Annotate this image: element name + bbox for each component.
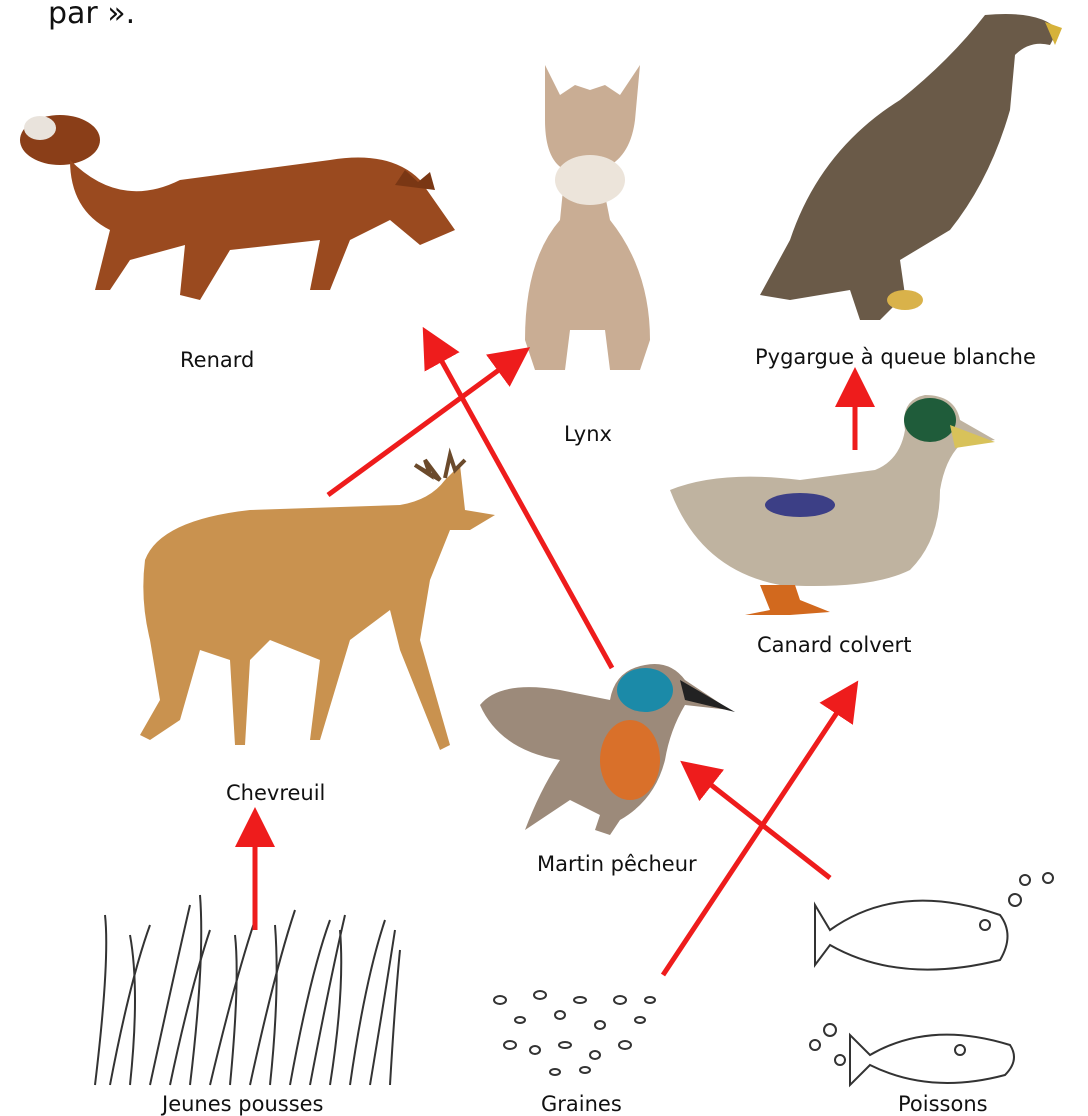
label-pygargue: Pygargue à queue blanche xyxy=(755,345,1036,369)
arrow-chevreuil-lynx xyxy=(328,356,518,495)
grass-drawing xyxy=(95,895,400,1085)
fox-image xyxy=(20,115,455,300)
arrow-poissons-martin xyxy=(692,770,830,878)
label-lynx: Lynx xyxy=(564,422,612,446)
arrow-graines-canard xyxy=(663,693,850,975)
label-poissons: Poissons xyxy=(898,1092,988,1116)
label-canard: Canard colvert xyxy=(757,633,911,657)
label-martin: Martin pêcheur xyxy=(537,852,697,876)
duck-image xyxy=(670,395,995,615)
lynx-image xyxy=(525,65,650,370)
label-graines: Graines xyxy=(541,1092,622,1116)
label-chevreuil: Chevreuil xyxy=(226,781,325,805)
kingfisher-image xyxy=(480,664,735,835)
label-pousses: Jeunes pousses xyxy=(162,1092,324,1116)
fish-drawing xyxy=(810,873,1053,1085)
arrows xyxy=(255,340,855,975)
deer-image xyxy=(140,455,495,750)
label-renard: Renard xyxy=(180,348,254,372)
eagle-image xyxy=(760,14,1062,320)
seeds-drawing xyxy=(494,991,655,1075)
